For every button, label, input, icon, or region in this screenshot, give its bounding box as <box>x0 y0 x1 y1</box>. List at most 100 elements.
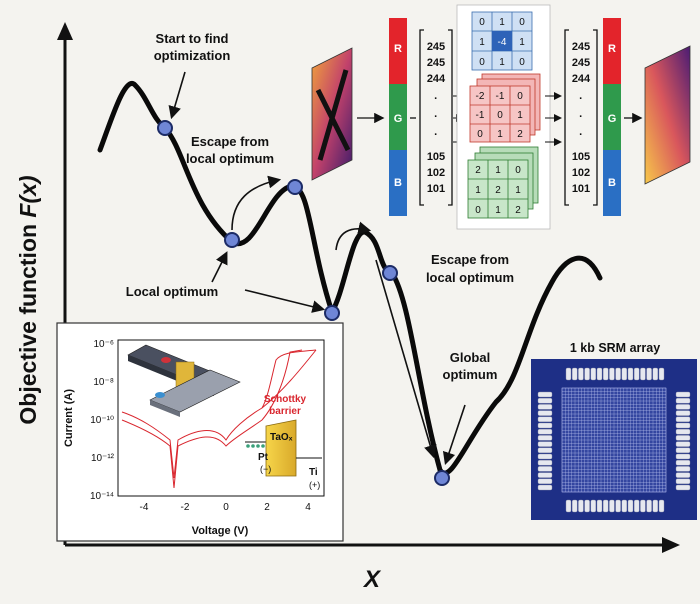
contact-pad <box>609 499 615 513</box>
arrow-global <box>442 404 466 466</box>
contact-pad <box>596 367 603 381</box>
input-rgb-bar: R G B <box>389 18 407 216</box>
arrow-escape-2 <box>335 221 372 251</box>
contact-pad <box>565 367 572 381</box>
contact-pad <box>675 447 691 453</box>
kernel-blue-cell: -4 <box>498 37 507 48</box>
contact-pad <box>537 441 553 447</box>
x-axis-label: X <box>362 566 382 593</box>
contact-pad <box>615 499 621 513</box>
contact-pad <box>652 499 658 513</box>
iv-x-title: Voltage (V) <box>192 525 249 537</box>
kernel-red-cell: -2 <box>476 91 485 102</box>
input-vector-value: 105 <box>427 151 445 163</box>
iv-curves <box>121 349 317 489</box>
label-start-line1: Start to find <box>156 31 229 46</box>
kernel-red-cell: 1 <box>517 110 523 121</box>
iv-y-tick: 10⁻¹⁰ <box>90 415 114 426</box>
contact-pad <box>621 367 627 381</box>
contact-pad <box>640 367 646 381</box>
kernel-red-cell: 0 <box>477 129 483 140</box>
band-pt-sign: (−) <box>260 464 271 474</box>
optimum-markers <box>157 120 450 486</box>
input-vector-dot: · <box>434 111 438 123</box>
arrow-start <box>168 71 186 120</box>
contact-pad <box>537 484 553 491</box>
label-escape1-line2: local optimum <box>186 151 274 166</box>
kernel-green: 2 1 0 1 2 1 0 1 2 <box>467 146 539 219</box>
band-ti: Ti <box>309 467 318 478</box>
contact-pad <box>596 499 603 513</box>
channel-b: B <box>394 177 402 189</box>
taox-layer <box>265 419 297 477</box>
output-vector-value: 102 <box>572 167 590 179</box>
input-vector-value: 244 <box>427 73 446 85</box>
iv-x-tick: 2 <box>264 502 270 513</box>
contact-pad <box>627 499 634 513</box>
output-rgb-bar: R G B <box>603 18 621 216</box>
label-global-line2: optimum <box>443 367 498 382</box>
contact-pad <box>675 460 691 466</box>
array-inset: 1 kb SRM array <box>531 341 697 520</box>
label-start-line2: optimization <box>154 48 231 63</box>
contact-pad <box>578 367 584 381</box>
contact-pad <box>621 499 627 513</box>
contact-pad <box>565 499 572 513</box>
kernel-green-cell: 2 <box>475 165 481 176</box>
output-vector-value: 245 <box>572 57 590 69</box>
contact-pad <box>537 410 553 416</box>
input-vector-value: 101 <box>427 183 445 195</box>
marker-local-1 <box>224 232 240 248</box>
kernel-red-cell: 1 <box>497 129 503 140</box>
contact-pad <box>615 367 621 381</box>
contact-pad <box>675 466 691 472</box>
contact-pad <box>578 499 584 513</box>
iv-x-tick: -4 <box>140 502 149 513</box>
marker-escape-1 <box>287 179 303 195</box>
contact-pad <box>640 499 646 513</box>
band-diagram: Schottky barrier Pt (−) TaOₓ Ti (+) <box>245 394 322 490</box>
contact-pad <box>537 472 553 478</box>
kernel-blue-cell: 1 <box>479 37 485 48</box>
kernel-green-cell: 1 <box>495 165 501 176</box>
axes: Objective function F(x) X <box>15 22 680 593</box>
iv-y-tick: 10⁻⁶ <box>93 339 114 350</box>
label-escape2-line1: Escape from <box>431 252 509 267</box>
contact-pad <box>675 441 691 447</box>
marker-escape-2 <box>382 265 398 281</box>
contact-pad <box>675 435 691 441</box>
iv-x-tick: 4 <box>305 502 311 513</box>
kernel-blue: 0 1 0 1 -4 1 0 1 0 <box>471 11 533 71</box>
contact-pad <box>675 472 691 478</box>
contact-pad <box>675 410 691 416</box>
contact-pad <box>537 447 553 453</box>
kernel-blue-cell: 0 <box>479 17 485 28</box>
output-vector-dot: · <box>579 93 583 105</box>
contact-pad <box>584 367 590 381</box>
schottky-label-line2: barrier <box>269 406 301 417</box>
iv-y-title: Current (A) <box>63 389 75 447</box>
arrow-escape-1 <box>231 175 282 231</box>
label-global-line1: Global <box>450 350 490 365</box>
contact-pad <box>627 367 634 381</box>
contact-pad <box>590 367 596 381</box>
contact-pad <box>537 460 553 466</box>
kernel-green-cell: 0 <box>475 205 481 216</box>
contact-pad <box>609 367 615 381</box>
label-escape1-line1: Escape from <box>191 134 269 149</box>
crossbar-grid <box>561 387 667 493</box>
output-image <box>644 45 691 185</box>
contact-pad <box>584 499 590 513</box>
image-pipeline: R G B 245 245 244 · · · 105 102 101 <box>311 4 691 230</box>
channel-g: G <box>608 113 617 125</box>
iv-x-ticks: -4 -2 0 2 4 <box>140 502 312 513</box>
iv-y-tick: 10⁻¹⁴ <box>90 491 114 502</box>
output-vector-value: 244 <box>572 73 591 85</box>
contact-pad <box>658 367 665 381</box>
annotation-arrows <box>168 71 466 466</box>
contact-pad <box>537 416 553 422</box>
contact-pad <box>658 499 665 513</box>
input-vector-value: 102 <box>427 167 445 179</box>
